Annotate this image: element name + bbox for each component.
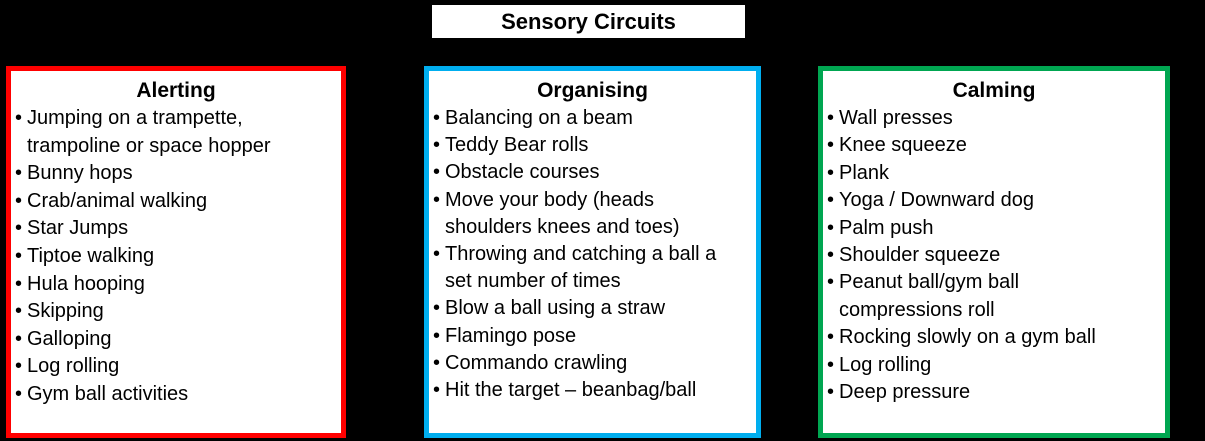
category-heading-organising: Organising [537,79,648,102]
list-item: •Bunny hops [14,160,339,188]
list-item-label: Knee squeeze [839,134,967,157]
bullet-icon: • [15,355,23,378]
list-item: •Deep pressure [826,379,1163,406]
bullet-icon: • [433,134,441,157]
activity-list-calming: •Wall presses •Knee squeeze •Plank •Yoga… [823,105,1165,406]
bullet-icon: • [827,189,835,212]
list-item-label: Tiptoe walking [27,245,155,268]
list-item: •Teddy Bear rolls [432,132,754,159]
list-item-label: Rocking slowly on a gym ball [839,326,1096,349]
list-item: •Yoga / Downward dog [826,187,1163,214]
list-item: •Plank [826,160,1163,187]
list-item: •Obstacle courses [432,159,754,186]
list-item-label: Plank [839,161,890,184]
category-card-calming: Calming •Wall presses •Knee squeeze •Pla… [818,66,1170,438]
list-item-label: Wall presses [839,107,953,130]
list-item: •Peanut ball/gym ball compressions roll [826,269,1163,324]
page-title: Sensory Circuits [501,8,676,34]
list-item-label: Hit the target – beanbag/ball [445,378,697,401]
list-item-label: Star Jumps [27,217,129,240]
bullet-icon: • [15,272,23,295]
list-item-label: Skipping [27,300,104,323]
list-item: •Knee squeeze [826,132,1163,159]
list-item: •Commando crawling [432,350,754,377]
bullet-icon: • [15,107,23,130]
list-item-label: Hula hooping [27,272,145,295]
list-item-label: Peanut ball/gym ball compressions roll [839,271,1020,321]
list-item: •Move your body (heads shoulders knees a… [432,187,754,241]
list-item-label: Balancing on a beam [445,107,633,130]
list-item-label: Blow a ball using a straw [445,297,666,320]
bullet-icon: • [433,351,441,374]
list-item: •Balancing on a beam [432,105,754,132]
bullet-icon: • [15,189,23,212]
list-item-label: Commando crawling [445,351,628,374]
list-item: •Tiptoe walking [14,243,339,271]
bullet-icon: • [827,161,835,184]
category-heading-calming: Calming [952,79,1036,102]
bullet-icon: • [15,383,23,406]
list-item: •Flamingo pose [432,323,754,350]
bullet-icon: • [827,216,835,239]
list-item: •Blow a ball using a straw [432,295,754,322]
list-item: •Jumping on a trampette, trampoline or s… [14,105,339,160]
bullet-icon: • [15,327,23,350]
bullet-icon: • [433,297,441,320]
category-card-organising: Organising •Balancing on a beam •Teddy B… [424,66,761,438]
bullet-icon: • [827,353,835,376]
list-item: •Crab/animal walking [14,188,339,216]
bullet-icon: • [15,245,23,268]
list-item: •Log rolling [826,352,1163,379]
list-item-label: Yoga / Downward dog [839,189,1034,212]
list-item: •Palm push [826,215,1163,242]
bullet-icon: • [433,324,441,347]
list-item-label: Log rolling [839,353,932,376]
list-item-label: Teddy Bear rolls [445,134,589,157]
bullet-icon: • [827,326,835,349]
bullet-icon: • [433,378,441,401]
list-item-label: Obstacle courses [445,161,600,184]
activity-list-alerting: •Jumping on a trampette, trampoline or s… [11,105,341,409]
list-item: •Rocking slowly on a gym ball [826,324,1163,351]
list-item-label: Flamingo pose [445,324,577,347]
list-item: •Throwing and catching a ball a set numb… [432,241,754,295]
bullet-icon: • [15,217,23,240]
list-item-label: Palm push [839,216,934,239]
list-item-label: Move your body (heads shoulders knees an… [445,188,680,238]
bullet-icon: • [433,161,441,184]
list-item-label: Shoulder squeeze [839,244,1001,267]
list-item-label: Throwing and catching a ball a set numbe… [445,243,717,293]
activity-list-organising: •Balancing on a beam •Teddy Bear rolls •… [429,105,756,404]
title-banner: Sensory Circuits [432,5,745,38]
list-item-label: Galloping [27,327,112,350]
list-item: •Hula hooping [14,271,339,299]
list-item-label: Jumping on a trampette, trampoline or sp… [27,107,271,157]
list-item: •Star Jumps [14,215,339,243]
list-item: •Gym ball activities [14,381,339,409]
list-item-label: Crab/animal walking [27,189,208,212]
category-card-alerting: Alerting •Jumping on a trampette, trampo… [6,66,346,438]
list-item: •Hit the target – beanbag/ball [432,377,754,404]
category-heading-alerting: Alerting [136,79,216,102]
list-item: •Wall presses [826,105,1163,132]
bullet-icon: • [15,300,23,323]
list-item: •Skipping [14,298,339,326]
list-item-label: Deep pressure [839,381,971,403]
list-item: •Galloping [14,326,339,354]
bullet-icon: • [827,271,835,294]
bullet-icon: • [433,243,441,266]
list-item: •Log rolling [14,353,339,381]
list-item-label: Bunny hops [27,162,133,185]
list-item-label: Log rolling [27,355,120,378]
bullet-icon: • [827,107,835,130]
list-item: •Shoulder squeeze [826,242,1163,269]
bullet-icon: • [827,134,835,157]
list-item-label: Gym ball activities [27,383,189,406]
bullet-icon: • [827,381,835,403]
bullet-icon: • [433,107,441,130]
bullet-icon: • [433,188,441,211]
bullet-icon: • [15,162,23,185]
bullet-icon: • [827,244,835,267]
